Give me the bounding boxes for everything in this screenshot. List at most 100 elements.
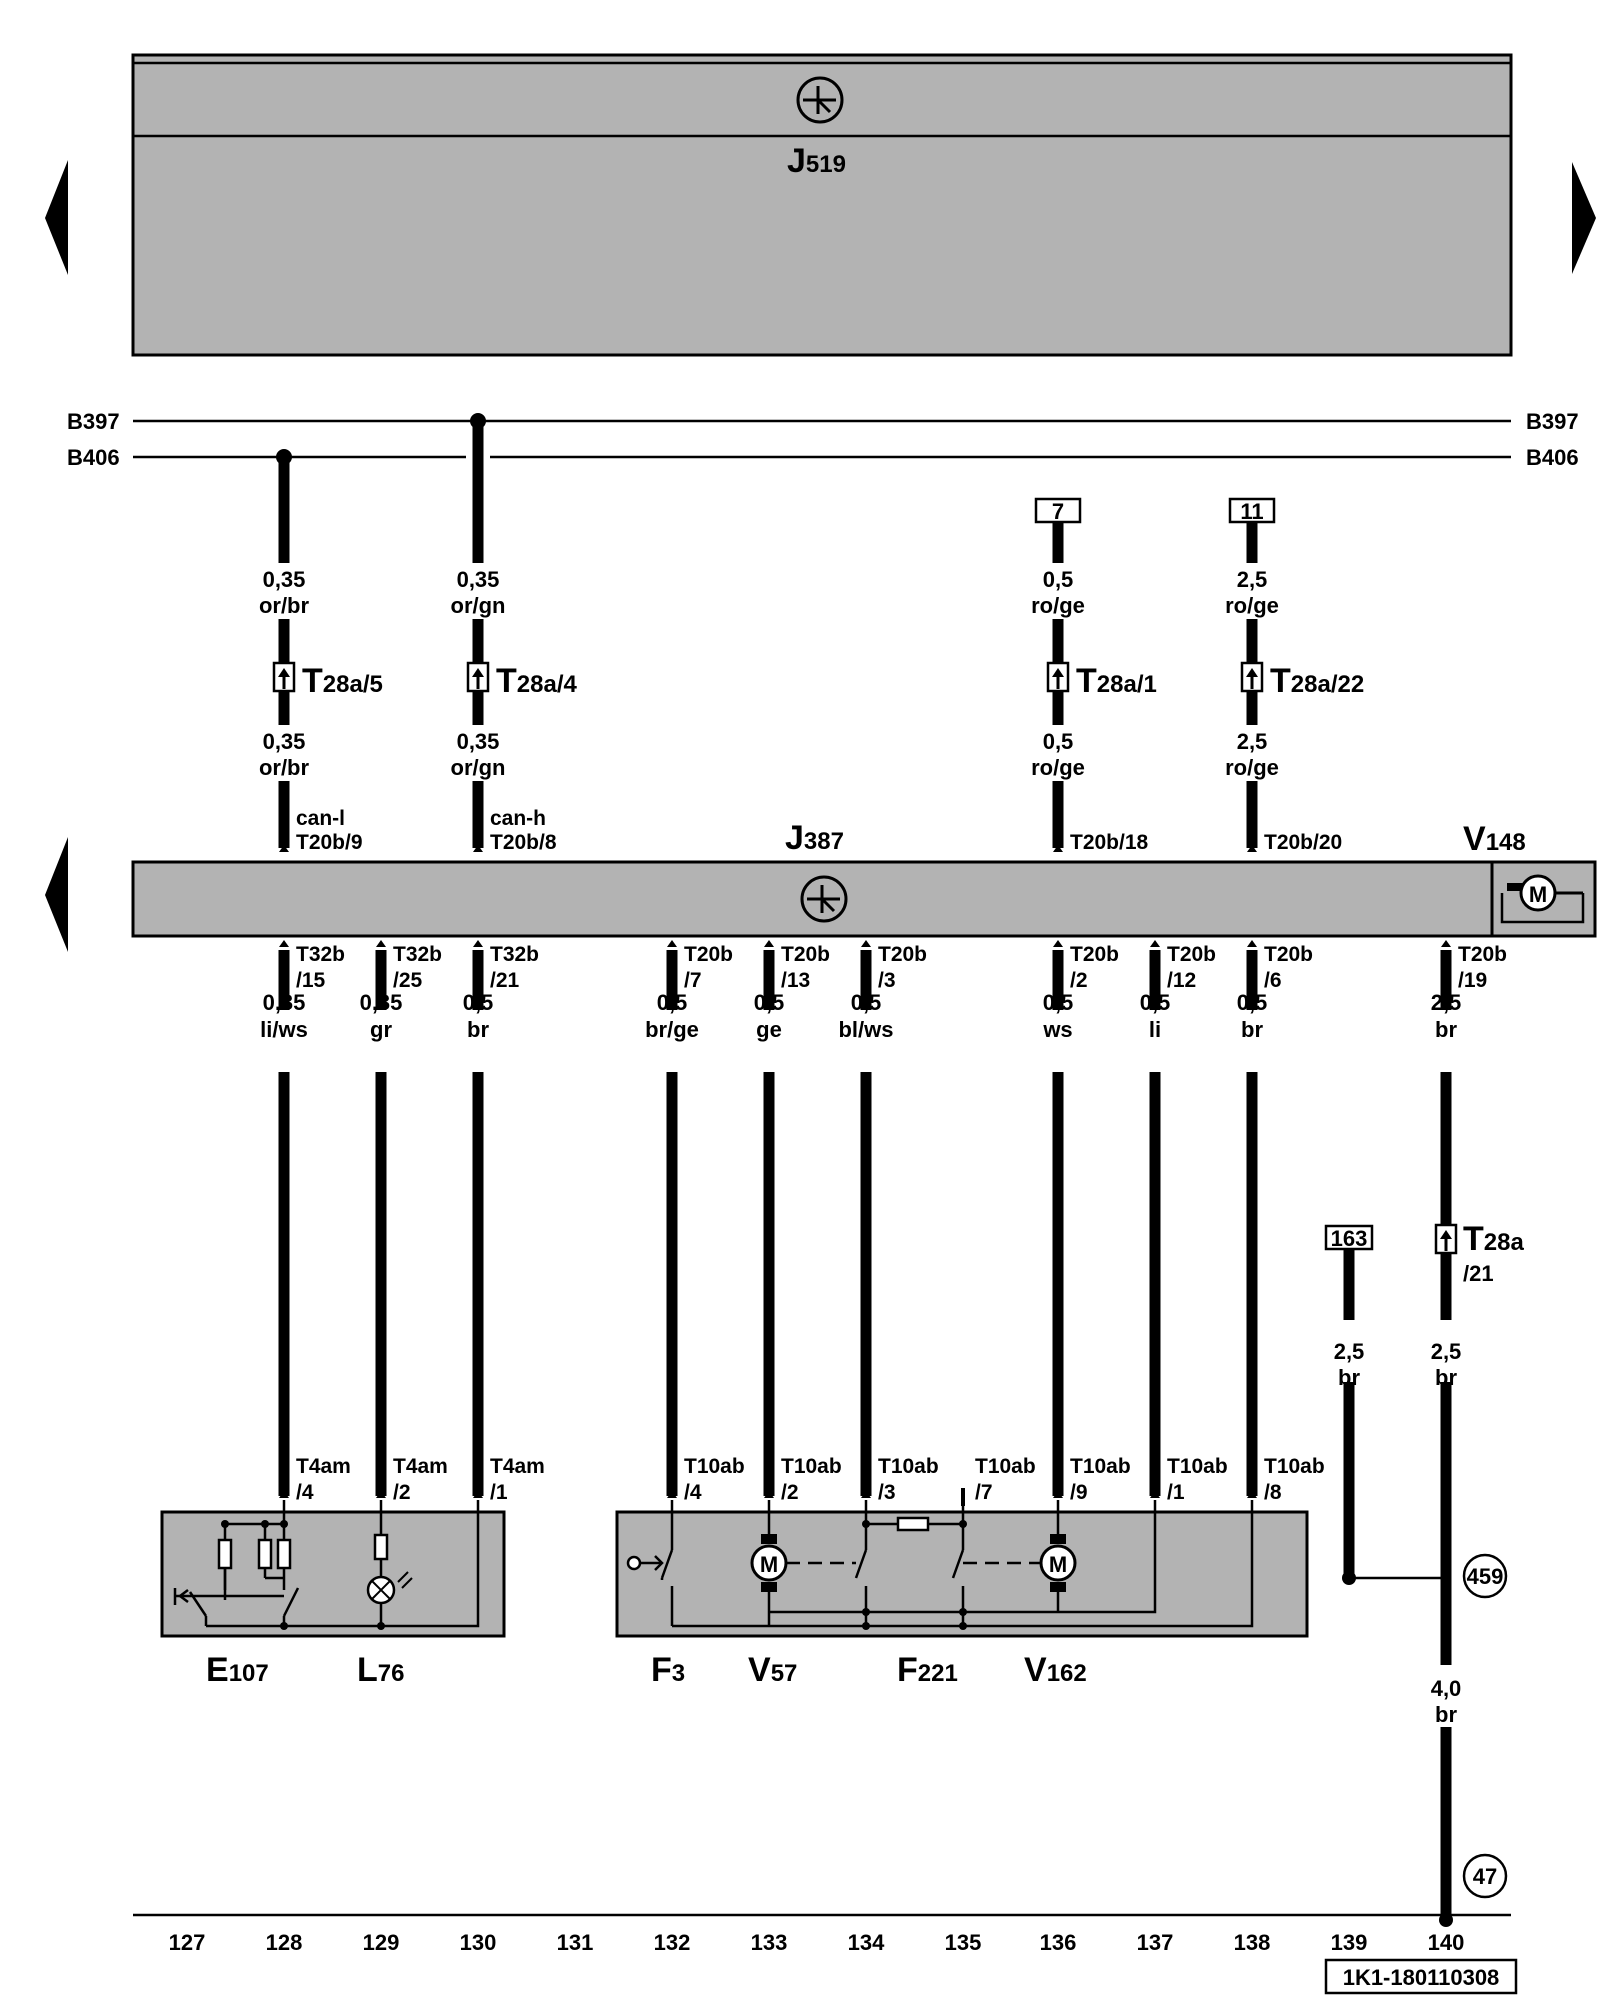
component-label-v57: V57	[748, 1651, 797, 1689]
svg-text:0,5: 0,5	[851, 990, 882, 1015]
svg-text:or/gn: or/gn	[451, 593, 506, 618]
top-wire-label-col138: 2,5 ro/ge 2,5 ro/ge	[1225, 567, 1279, 780]
svg-text:0,35: 0,35	[457, 729, 500, 754]
svg-text:7: 7	[1052, 499, 1064, 524]
svg-text:T20b: T20b	[1070, 943, 1119, 966]
top-wire-label-col136: 0,5 ro/ge 0,5 ro/ge	[1031, 567, 1085, 780]
bus-b397: B397 B397	[67, 409, 1579, 434]
svg-text:133: 133	[751, 1930, 788, 1955]
svg-text:/12: /12	[1167, 969, 1196, 992]
control-unit-icon	[796, 76, 844, 124]
svg-text:2,5: 2,5	[1237, 729, 1268, 754]
bottom-col135: T10ab /7	[961, 1455, 1036, 1506]
svg-text:0,5: 0,5	[1043, 990, 1074, 1015]
svg-text:can-l: can-l	[296, 807, 345, 830]
svg-text:ro/ge: ro/ge	[1031, 755, 1085, 780]
j519-label: J519	[787, 142, 846, 180]
svg-text:T28a/22: T28a/22	[1270, 662, 1364, 700]
svg-text:0,5: 0,5	[1140, 990, 1171, 1015]
svg-text:11: 11	[1240, 499, 1263, 524]
svg-text:T10ab: T10ab	[1167, 1455, 1228, 1478]
svg-text:T32b: T32b	[296, 943, 345, 966]
svg-text:1K1-180110308: 1K1-180110308	[1343, 1965, 1500, 1990]
v148-label: V148	[1463, 820, 1526, 858]
control-unit-j519: J519	[131, 53, 1513, 357]
svg-text:T28a: T28a	[1463, 1220, 1524, 1258]
junction-ground-end	[1439, 1913, 1453, 1927]
diagram-id-box: 1K1-180110308	[1324, 1958, 1518, 1995]
svg-text:0,35: 0,35	[457, 567, 500, 592]
svg-text:T32b: T32b	[490, 943, 539, 966]
component-label-v162: V162	[1024, 1651, 1087, 1689]
svg-text:0,5: 0,5	[1043, 729, 1074, 754]
svg-text:4,0: 4,0	[1431, 1676, 1462, 1701]
motor-icon: M	[750, 1544, 788, 1582]
svg-text:/6: /6	[1264, 969, 1282, 992]
svg-text:135: 135	[945, 1930, 982, 1955]
svg-text:T32b: T32b	[393, 943, 442, 966]
connector-t28a-4: T28a/4	[466, 661, 577, 700]
motor-icon: M	[1039, 1544, 1077, 1582]
connector-t28a-1: T28a/1	[1046, 661, 1157, 700]
svg-text:129: 129	[363, 1930, 400, 1955]
svg-text:br: br	[1338, 1365, 1360, 1390]
svg-text:459: 459	[1467, 1564, 1504, 1589]
svg-text:T28a/4: T28a/4	[496, 662, 577, 700]
svg-text:/8: /8	[1264, 1481, 1282, 1504]
svg-text:T10ab: T10ab	[684, 1455, 745, 1478]
svg-text:T4am: T4am	[393, 1455, 448, 1478]
ground-point-47: 47	[1462, 1853, 1508, 1899]
j387-label: J387	[785, 819, 844, 857]
svg-text:T10ab: T10ab	[1070, 1455, 1131, 1478]
ground-point-459: 459	[1462, 1553, 1508, 1599]
svg-text:or/br: or/br	[259, 755, 310, 780]
svg-text:T20b: T20b	[1458, 943, 1507, 966]
svg-text:/21: /21	[490, 969, 520, 992]
svg-text:136: 136	[1040, 1930, 1077, 1955]
svg-text:2,5: 2,5	[1431, 1339, 1462, 1364]
prev-page-arrow-lower[interactable]	[45, 837, 68, 952]
pin-label-can-h: can-h T20b/8	[490, 807, 557, 854]
pin-markers	[279, 845, 1451, 1498]
svg-text:T4am: T4am	[296, 1455, 351, 1478]
control-unit-j387: J387	[131, 819, 1597, 938]
svg-text:138: 138	[1234, 1930, 1271, 1955]
svg-text:T28a/5: T28a/5	[302, 662, 383, 700]
bottom-col140: T20b /19 2,5 br 2,5 br 4,0 br	[1431, 943, 1507, 1727]
svg-text:0,35: 0,35	[263, 990, 306, 1015]
svg-text:0,35: 0,35	[263, 567, 306, 592]
svg-text:T20b: T20b	[684, 943, 733, 966]
svg-text:/2: /2	[393, 1481, 411, 1504]
connector-t28a-21: T28a /21	[1434, 1220, 1524, 1286]
column-numbers: 127 128 129 130 131 132 133 134 135 136 …	[169, 1930, 1465, 1955]
svg-text:T10ab: T10ab	[781, 1455, 842, 1478]
svg-text:or/gn: or/gn	[451, 755, 506, 780]
svg-text:127: 127	[169, 1930, 206, 1955]
junction-163	[1342, 1571, 1356, 1585]
bus-b406: B406 B406	[67, 445, 1579, 470]
top-wire-label-col128: 0,35 or/br 0,35 or/br	[259, 567, 310, 780]
svg-text:47: 47	[1473, 1864, 1497, 1889]
bottom-col136: T20b /2 0,5 ws T10ab /9	[1042, 943, 1130, 1504]
svg-text:0,5: 0,5	[1043, 567, 1074, 592]
svg-text:139: 139	[1331, 1930, 1368, 1955]
svg-text:br: br	[1241, 1017, 1263, 1042]
svg-text:T10ab: T10ab	[1264, 1455, 1325, 1478]
svg-text:ro/ge: ro/ge	[1031, 593, 1085, 618]
svg-text:/1: /1	[1167, 1481, 1185, 1504]
svg-text:2,5: 2,5	[1334, 1339, 1365, 1364]
svg-text:/2: /2	[781, 1481, 799, 1504]
svg-text:ge: ge	[756, 1017, 782, 1042]
svg-text:/15: /15	[296, 969, 326, 992]
svg-text:gr: gr	[370, 1017, 392, 1042]
svg-text:/4: /4	[684, 1481, 702, 1504]
svg-text:T10ab: T10ab	[878, 1455, 939, 1478]
svg-text:/21: /21	[1463, 1261, 1494, 1286]
svg-text:128: 128	[266, 1930, 303, 1955]
bottom-col130: T32b /21 0,5 br T4am /1	[463, 943, 545, 1504]
next-page-arrow[interactable]	[1572, 162, 1596, 274]
svg-text:0,5: 0,5	[754, 990, 785, 1015]
svg-text:T20b/8: T20b/8	[490, 831, 557, 854]
pin-label-t20b-20: T20b/20	[1264, 831, 1342, 854]
prev-page-arrow[interactable]	[45, 160, 68, 275]
